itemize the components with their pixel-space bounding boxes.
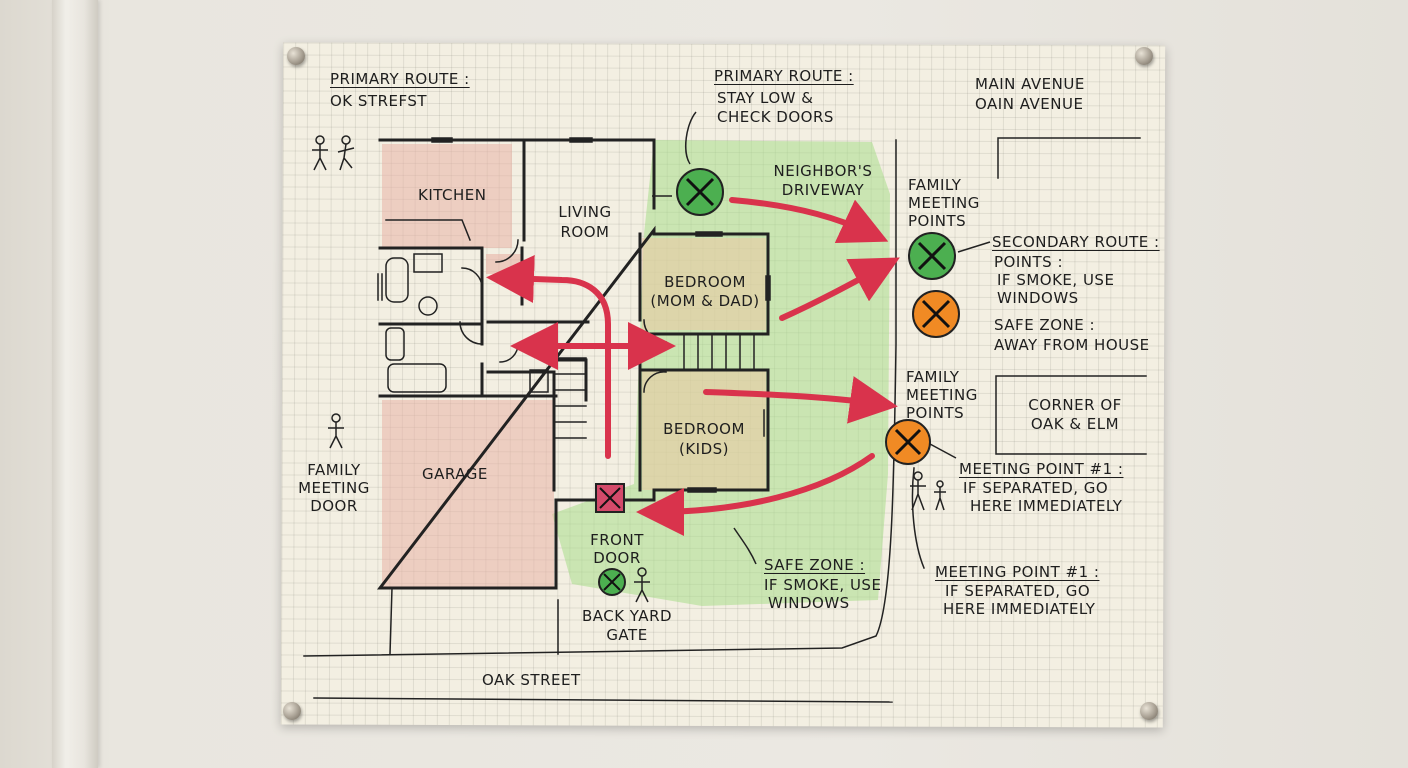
floor-plan-drawing [303,111,1147,703]
label-if-separated-1: IF SEPARATED, GO [963,479,1109,497]
exit-arrow-kids [703,376,898,424]
label-family-meeting-door-3: DOOR [310,497,358,515]
marker-green-meeting [908,232,956,280]
kitchen-counter [385,219,471,241]
door-trim [52,0,98,768]
stick-figures [312,135,946,603]
label-if-smoke-use: IF SMOKE, USE [997,271,1115,289]
exit-arrow-front [636,453,875,536]
label-secondary-route: SECONDARY ROUTE : [992,233,1160,251]
bathtub [385,257,409,303]
label-main-avenue-1: MAIN AVENUE [975,75,1085,93]
driveway [389,587,559,655]
label-family-meeting-points-1b: MEETING [908,194,980,212]
label-oak-street-bottom: OAK STREET [482,671,581,689]
kitchen-shading [382,144,512,248]
garage-shading [382,400,554,588]
toilet [418,296,438,316]
label-corner-2: OAK & ELM [1030,415,1120,433]
label-family-meeting-door-2: MEETING [298,479,370,497]
label-if-separated-2: IF SEPARATED, GO [945,582,1091,600]
exit-arrow-parents [779,257,900,321]
label-family-meeting-door-1: FAMILY [307,461,361,479]
label-front-door-2: DOOR [593,549,641,567]
label-back-yard-1: BACK YARD [581,607,673,625]
marker-front-door [595,483,625,513]
label-kitchen: KITCHEN [418,186,487,204]
stairs-right [683,333,755,369]
label-living-room-2: ROOM [560,223,610,241]
bathtub-2 [387,363,447,393]
label-family-meeting-points-2c: POINTS [906,404,965,422]
label-safe-zone-bottom: SAFE ZONE : [764,556,866,574]
label-living-room-1: LIVING [558,203,612,221]
pointer-secondary [957,241,991,253]
label-back-yard-2: GATE [606,626,648,644]
thumbtack-bottom-left [283,702,301,720]
oak-street-line-bottom [313,697,893,703]
label-oak-street-top: OK STREFST [330,92,428,110]
thumbtack-top-right [1135,47,1153,65]
label-away-from-house: AWAY FROM HOUSE [994,336,1150,354]
label-meeting-point-1: MEETING POINT #1 : [959,460,1124,478]
label-family-meeting-points-1a: FAMILY [908,176,962,194]
tub-small [385,327,405,361]
marker-orange-meeting [885,419,931,465]
bedroom-parents-shading [642,238,766,330]
label-stay-low: STAY LOW & [717,89,814,107]
label-family-meeting-points-2b: MEETING [906,386,978,404]
stairs [553,357,587,439]
label-front-door-1: FRONT [590,531,644,549]
exit-arrow-living [729,197,889,244]
label-corner-1: CORNER OF [1028,396,1122,414]
pointer-meeting [929,443,957,459]
exit-arrow-kitchen [486,255,611,459]
label-meeting-point-2: MEETING POINT #1 : [935,563,1100,581]
main-avenue-line [997,137,1141,179]
laundry [529,369,549,393]
marker-orange-safe [912,290,960,338]
bath-shading [486,254,522,274]
sink [413,253,443,273]
label-safe-zone-right: SAFE ZONE : [994,316,1096,334]
label-windows: WINDOWS [997,289,1079,307]
label-family-meeting-points-2a: FAMILY [906,368,960,386]
label-if-smoke-bottom: IF SMOKE, USE [764,576,882,594]
marker-green-driveway [676,168,724,216]
thumbtack-top-left [287,47,305,65]
thumbtack-bottom-right [1140,702,1158,720]
label-bedroom-kids-1: BEDROOM [663,420,745,438]
label-neighbors-1: NEIGHBOR'S [773,162,873,180]
pointer-safezone [733,527,757,565]
label-primary-route-top: PRIMARY ROUTE : [714,67,854,85]
marker-green-backyard [598,568,626,596]
label-bedroom-parents-1: BEDROOM [664,273,746,291]
label-bedroom-parents-2: (MOM & DAD) [650,292,760,310]
label-primary-route-left: PRIMARY ROUTE : [330,70,470,88]
label-main-avenue-2: OAIN AVENUE [975,95,1084,113]
label-here-immediately-1: HERE IMMEDIATELY [970,497,1123,515]
label-here-immediately-2: HERE IMMEDIATELY [943,600,1096,618]
label-family-meeting-points-1c: POINTS [908,212,967,230]
corner-block [995,375,1147,455]
windows [377,137,771,493]
label-bedroom-kids-2: (KIDS) [678,440,730,458]
label-check-doors: CHECK DOORS [717,108,834,126]
meeting-path [911,467,925,569]
pointer-neighbor [684,111,697,165]
label-neighbors-2: DRIVEWAY [781,181,865,199]
label-windows-bottom: WINDOWS [768,594,850,612]
label-garage: GARAGE [422,465,488,483]
label-points: POINTS : [994,253,1064,271]
